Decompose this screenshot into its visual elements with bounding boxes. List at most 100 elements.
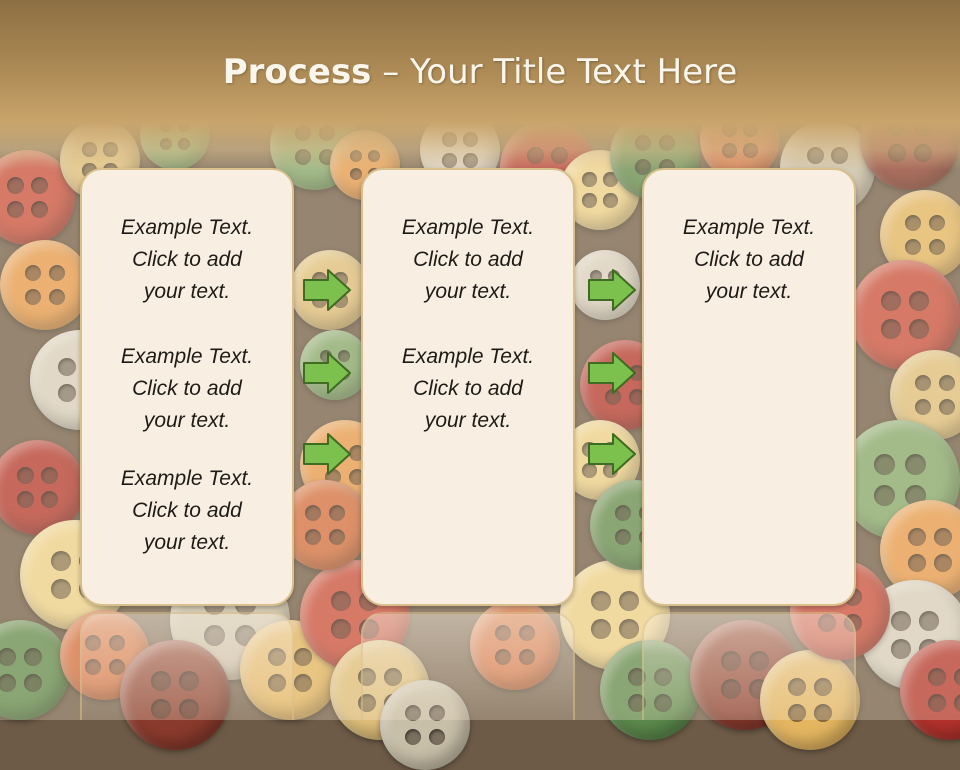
button-hole [41,466,59,484]
button-hole [330,590,351,611]
process-panel-1[interactable]: Example Text. Click to add your text. Ex… [80,168,294,606]
button-hole [615,505,632,522]
button-hole [58,384,76,402]
button-hole [348,468,365,485]
text-line: Example Text. [682,216,816,239]
slide-title[interactable]: Process – Your Title Text Here [0,52,960,92]
sewing-button-decoration [470,600,560,690]
right-arrow-icon[interactable] [587,351,637,395]
button-hole [814,678,832,696]
panel-reflection [80,612,294,720]
button-hole [31,176,49,194]
button-hole [928,238,945,255]
text-line: Example Text. [401,216,535,239]
button-hole [954,668,960,686]
right-arrow-icon[interactable] [587,268,637,312]
text-line: Example Text. [120,345,254,368]
button-hole [294,674,312,692]
button-hole [905,238,922,255]
text-placeholder[interactable]: Example Text. Click to add your text. [82,212,292,308]
button-hole [938,398,955,415]
text-line: your text. [424,409,512,432]
button-hole [909,319,930,340]
button-hole [628,388,645,405]
button-hole [58,358,76,376]
button-hole [928,694,946,712]
text-line: Click to add [413,248,523,271]
text-placeholder[interactable]: Example Text. Click to add your text. [363,212,573,308]
right-arrow-icon[interactable] [302,351,352,395]
button-hole [294,648,312,666]
process-panel-3[interactable]: Example Text. Click to add your text. [642,168,856,606]
button-hole [890,639,911,660]
button-hole [495,648,512,665]
button-hole [518,625,535,642]
right-arrow-icon[interactable] [302,268,352,312]
text-line: Click to add [694,248,804,271]
button-hole [880,290,901,311]
button-hole [720,679,741,700]
button-hole [328,505,345,522]
button-hole [628,668,646,686]
text-line: your text. [424,280,512,303]
button-hole [908,554,926,572]
text-line: Click to add [132,499,242,522]
button-hole [818,614,836,632]
text-line: your text. [705,280,793,303]
sewing-button-decoration [0,440,85,535]
button-hole [405,705,422,722]
title-rest: – Your Title Text Here [371,52,738,92]
button-hole [0,648,16,666]
button-hole [590,619,611,640]
text-placeholder[interactable]: Example Text. Click to add your text. [82,341,292,437]
button-hole [50,550,71,571]
button-hole [615,528,632,545]
button-hole [605,388,622,405]
process-panel-2[interactable]: Example Text. Click to add your text. Ex… [361,168,575,606]
button-hole [603,172,618,187]
button-hole [50,579,71,600]
button-hole [31,201,49,219]
panel-reflection [361,612,575,720]
button-hole [954,694,960,712]
button-hole [24,648,42,666]
button-hole [108,635,125,652]
button-hole [905,215,922,232]
button-hole [24,674,42,692]
button-hole [904,453,927,476]
button-hole [179,670,200,691]
button-hole [890,610,911,631]
button-hole [25,288,42,305]
button-hole [48,265,65,282]
button-hole [590,590,611,611]
button-hole [814,704,832,722]
button-hole [85,658,102,675]
right-arrow-icon[interactable] [302,432,352,476]
button-hole [909,290,930,311]
button-hole [150,699,171,720]
text-line: your text. [143,531,231,554]
text-placeholder[interactable]: Example Text. Click to add your text. [82,463,292,559]
button-hole [619,590,640,611]
button-hole [628,365,645,382]
title-bold: Process [222,52,372,92]
title-band [0,0,960,170]
text-placeholder[interactable]: Example Text. Click to add your text. [644,212,854,308]
text-placeholder[interactable]: Example Text. Click to add your text. [363,341,573,437]
button-hole [349,167,363,181]
button-hole [518,648,535,665]
button-hole [428,728,445,745]
button-hole [85,635,102,652]
button-hole [337,349,351,363]
button-hole [16,466,34,484]
button-hole [880,319,901,340]
right-arrow-icon[interactable] [587,432,637,476]
button-hole [919,610,940,631]
button-hole [0,674,16,692]
button-hole [654,668,672,686]
button-hole [328,528,345,545]
text-line: Example Text. [401,345,535,368]
button-hole [495,625,512,642]
button-hole [788,704,806,722]
button-hole [268,648,286,666]
